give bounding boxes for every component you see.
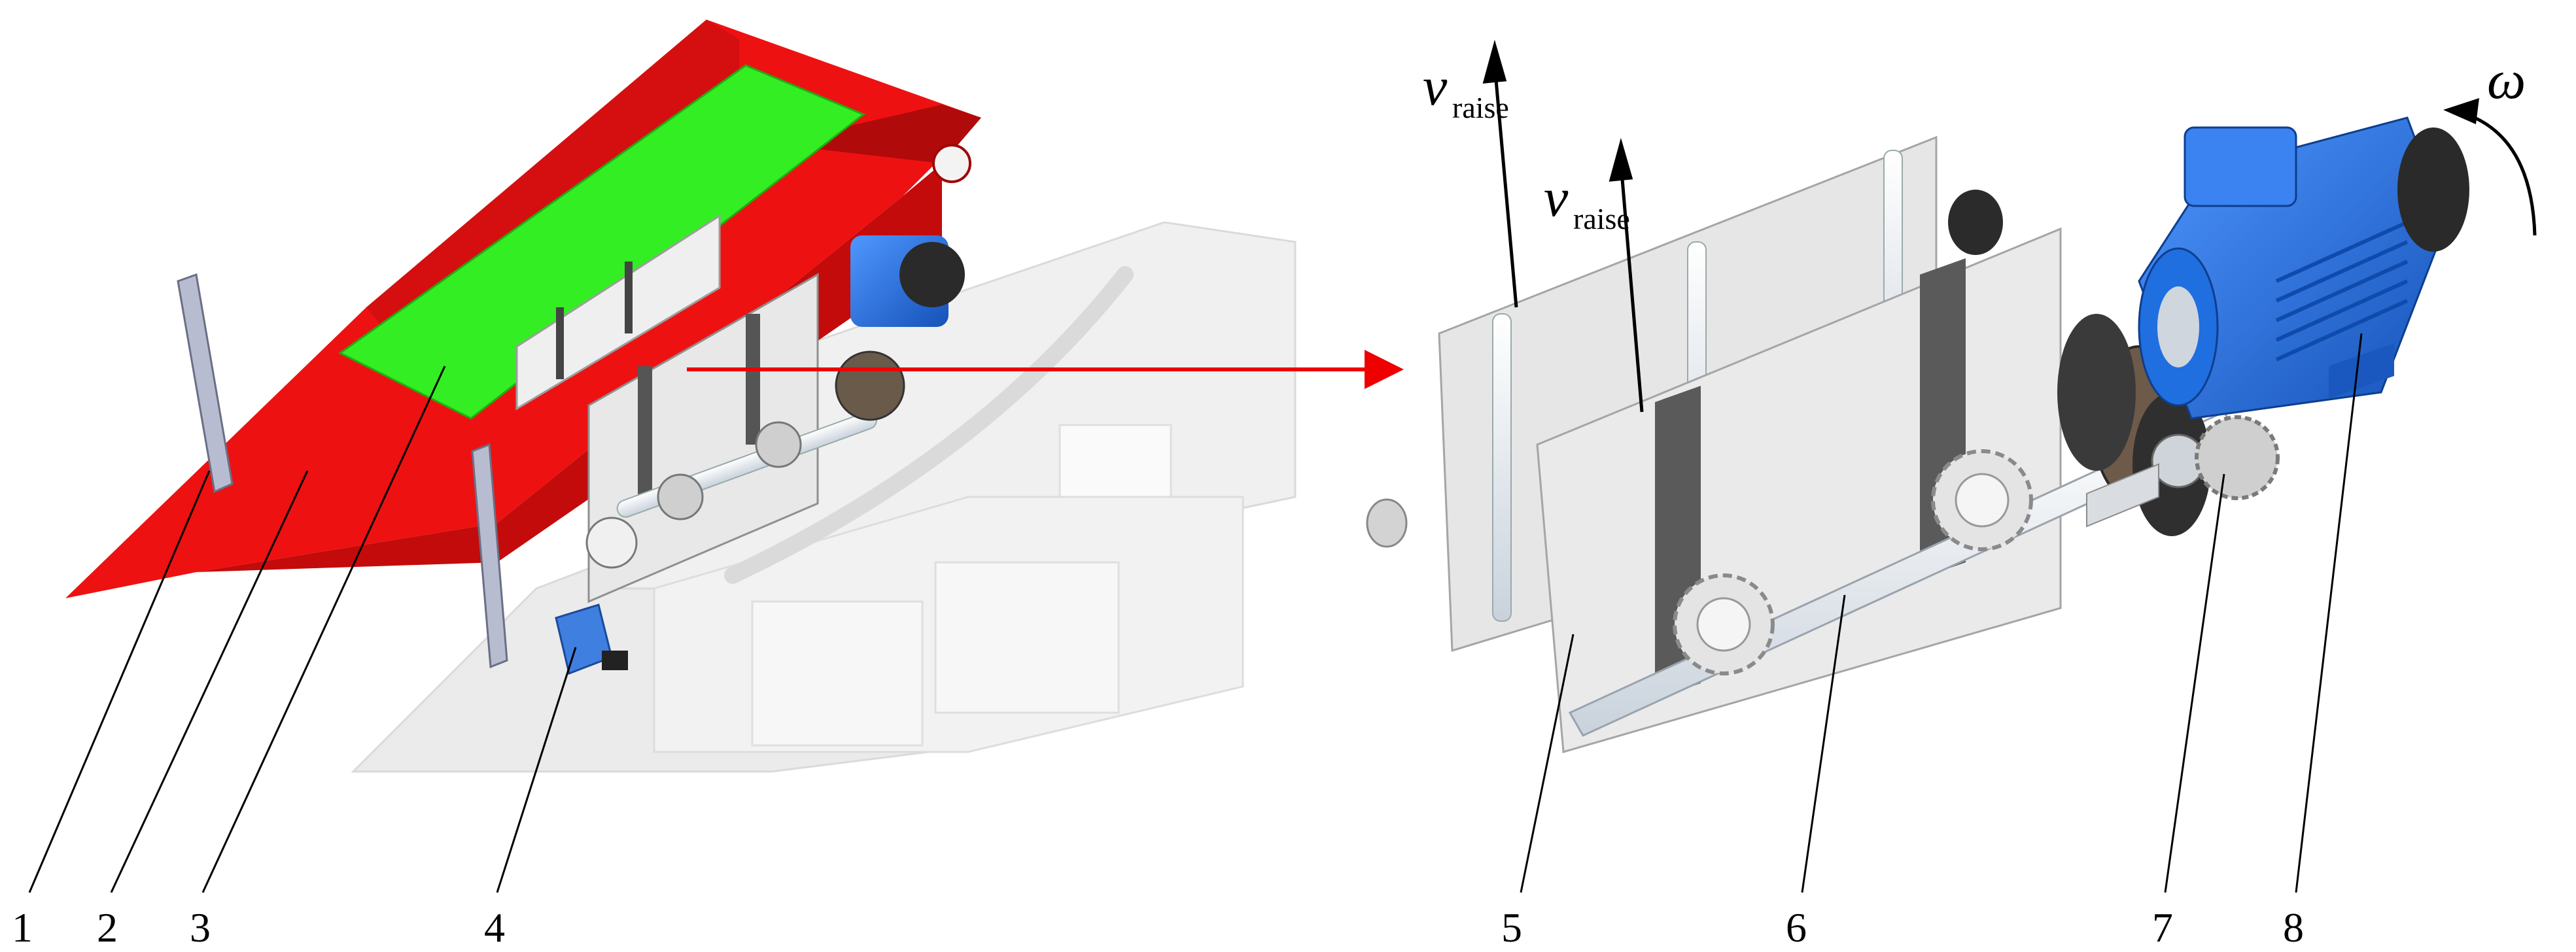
callout-4: 4	[484, 904, 505, 951]
velocity-symbol: v	[1544, 167, 1569, 228]
velocity-symbol: v	[1423, 56, 1448, 117]
callout-5: 5	[1501, 904, 1522, 951]
callout-7: 7	[2152, 904, 2173, 951]
pinion-gears	[1673, 449, 2033, 675]
callout-6: 6	[1786, 904, 1807, 951]
velocity-label-2: v raise	[1544, 167, 1630, 235]
electric-motor	[2138, 116, 2469, 420]
inner-mechanism	[585, 235, 965, 604]
rotation-arrow	[2443, 98, 2537, 236]
leader-lines	[28, 333, 2363, 893]
velocity-subscript: raise	[1573, 202, 1630, 235]
stake-posts	[177, 273, 508, 669]
callout-2: 2	[97, 904, 118, 951]
rotation-label-omega: ω	[2487, 50, 2526, 110]
cooling-fins	[2275, 220, 2409, 362]
callout-labels: 1 2 3 4 5 6 7 8	[12, 904, 2304, 951]
callout-3: 3	[190, 904, 211, 951]
left-assembly	[65, 20, 1297, 773]
sensor-box	[555, 604, 628, 675]
callout-8: 8	[2283, 904, 2304, 951]
velocity-label-1: v raise	[1423, 56, 1509, 124]
deck-plates	[515, 214, 721, 411]
velocity-arrows	[1482, 39, 1644, 413]
callout-1: 1	[12, 904, 33, 951]
velocity-subscript: raise	[1452, 91, 1509, 124]
detail-view	[1366, 116, 2469, 753]
green-deck	[338, 64, 865, 420]
left-stub	[1366, 498, 1408, 548]
